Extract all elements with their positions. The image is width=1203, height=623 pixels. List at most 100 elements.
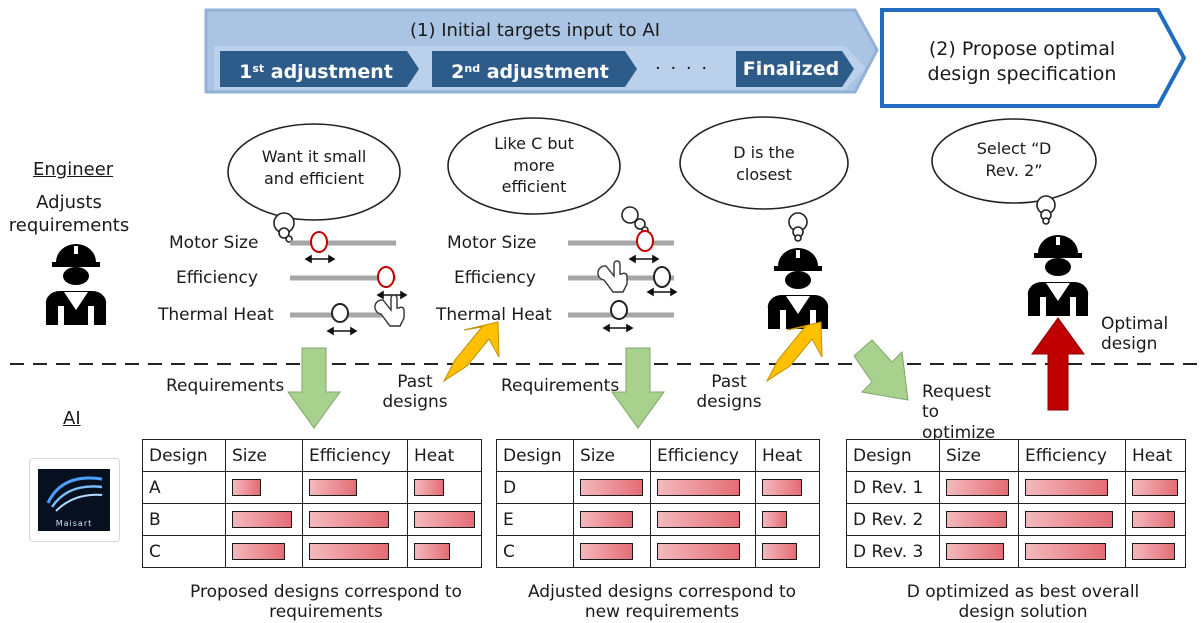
step-1st-adjustment: 1st adjustment	[222, 51, 410, 87]
efficiency-bar	[657, 479, 740, 496]
table-caption-3: D optimized as best overall design solut…	[906, 582, 1140, 623]
engineer-subtitle: Adjusts requirements	[8, 192, 130, 237]
knob-efficiency-2	[653, 266, 671, 288]
arrow-down-green-3	[853, 339, 909, 401]
size-bar	[232, 511, 292, 528]
flow-label-past-designs-1: Past designs	[382, 372, 448, 413]
flow-label-requirements-2: Requirements	[501, 376, 620, 396]
design-name: D Rev. 1	[846, 471, 940, 504]
slider-set-2	[568, 230, 678, 333]
arrow-down-green-1	[287, 347, 341, 429]
thought-cloud-3	[679, 116, 849, 242]
step-1-suffix: st	[252, 62, 265, 75]
step-1-text: adjustment	[264, 61, 393, 83]
efficiency-bar	[1025, 479, 1108, 496]
heat-bar	[1132, 479, 1178, 496]
col-header-efficiency: Efficiency	[1018, 439, 1126, 472]
col-header-size: Size	[225, 439, 303, 472]
efficiency-bar	[309, 511, 389, 528]
efficiency-bar	[1025, 543, 1106, 560]
phase2-label: (2) Propose optimal design specification	[927, 38, 1117, 85]
design-name: A	[142, 471, 226, 504]
heat-bar	[414, 543, 450, 560]
maisart-logo: Maisart	[29, 458, 120, 542]
efficiency-bar	[1025, 511, 1113, 528]
results-table-2: Design Size Efficiency Heat D E C	[496, 439, 820, 568]
knob-motor-size	[310, 231, 328, 253]
results-table-1: Design Size Efficiency Heat A B C	[142, 439, 482, 568]
step-1-number: 1	[239, 61, 253, 83]
heat-bar	[414, 479, 444, 496]
col-header-efficiency: Efficiency	[302, 439, 408, 472]
design-name: E	[496, 503, 574, 536]
results-table-3: Design Size Efficiency Heat D Rev. 1 D R…	[846, 439, 1186, 568]
size-bar	[580, 479, 643, 496]
knob-thermal-heat	[331, 303, 349, 323]
slider-label-motor-size: Motor Size	[169, 233, 259, 253]
arrow-up-yellow-1	[442, 321, 500, 383]
arrow-up-yellow-2	[765, 321, 823, 383]
engineer-icon-2	[767, 248, 829, 329]
design-name: C	[496, 535, 574, 568]
slider-label-thermal-heat-2: Thermal Heat	[436, 305, 552, 325]
step-2nd-adjustment: 2nd adjustment	[434, 51, 626, 87]
flow-label-request: Request to optimize	[922, 382, 996, 443]
heat-bar	[1132, 543, 1175, 560]
efficiency-bar	[309, 543, 389, 560]
efficiency-bar	[657, 511, 740, 528]
table-header-row: Design Size Efficiency Heat	[846, 439, 1186, 472]
size-bar	[580, 511, 633, 528]
knob-thermal-heat-2	[610, 300, 628, 320]
logo-text: Maisart	[55, 519, 93, 528]
thought-cloud-1	[227, 123, 401, 243]
design-name: D Rev. 3	[846, 535, 940, 568]
size-bar	[580, 543, 633, 560]
flow-label-optimal: Optimal design	[1101, 314, 1169, 355]
heat-bar	[762, 479, 802, 496]
thought-text-4: Select “D Rev. 2”	[976, 139, 1052, 180]
pointing-hand-icon	[374, 294, 405, 327]
col-header-size: Size	[573, 439, 651, 472]
phase1-label: (1) Initial targets input to AI	[409, 20, 660, 41]
slider-label-motor-size-2: Motor Size	[447, 233, 537, 253]
heat-bar	[762, 543, 797, 560]
step-2-number: 2	[451, 61, 465, 83]
knob-efficiency	[377, 266, 395, 288]
step1-chevron	[220, 51, 419, 87]
thought-text-2: Like C but more efficient	[494, 134, 574, 197]
step-finalized: Finalized	[738, 51, 844, 87]
table-caption-2: Adjusted designs correspond to new requi…	[527, 582, 797, 623]
col-header-size: Size	[939, 439, 1019, 472]
table-row: B	[142, 503, 482, 536]
col-header-design: Design	[496, 439, 574, 472]
col-header-heat: Heat	[755, 439, 820, 472]
step3-chevron	[736, 51, 854, 87]
table-row: C	[496, 535, 820, 568]
flow-label-past-designs-2: Past designs	[696, 372, 762, 413]
efficiency-bar	[309, 479, 357, 496]
maisart-logo-mark: Maisart	[38, 469, 110, 531]
table-row: C	[142, 535, 482, 568]
col-header-design: Design	[846, 439, 940, 472]
thought-text-1: Want it small and efficient	[261, 147, 367, 188]
logo-swoosh-icon	[46, 476, 103, 512]
step-3-text: Finalized	[742, 58, 840, 80]
col-header-heat: Heat	[1125, 439, 1186, 472]
design-name: B	[142, 503, 226, 536]
col-header-heat: Heat	[407, 439, 482, 472]
knob-motor-size-2	[636, 230, 654, 252]
table-row: D Rev. 3	[846, 535, 1186, 568]
slider-label-efficiency: Efficiency	[176, 268, 258, 288]
table-row: A	[142, 471, 482, 504]
phase2-chevron	[880, 8, 1187, 108]
thought-text-3: D is the closest	[733, 143, 795, 184]
size-bar	[946, 511, 1007, 528]
pointing-hand-icon-2	[597, 260, 628, 293]
ai-title: AI	[63, 408, 81, 429]
efficiency-bar	[657, 543, 740, 560]
size-bar	[946, 479, 1009, 496]
arrow-up-red	[1031, 317, 1085, 411]
heat-bar	[414, 511, 475, 528]
size-bar	[232, 543, 285, 560]
